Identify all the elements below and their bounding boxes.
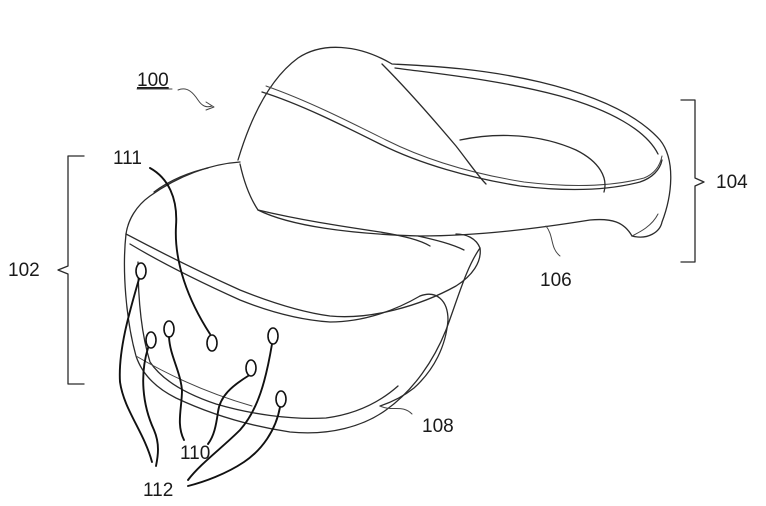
- label-102: 102: [8, 260, 40, 281]
- sensor-dot: [268, 328, 278, 344]
- sensor-dot: [207, 335, 217, 351]
- label-108: 108: [422, 416, 454, 437]
- label-111: 111: [113, 148, 142, 169]
- sensor-dot: [146, 332, 156, 348]
- leader-100: [178, 89, 212, 107]
- label-110: 110: [180, 443, 210, 464]
- sensor-dot: [246, 360, 256, 376]
- head-strap: [238, 47, 671, 256]
- label-104: 104: [716, 172, 748, 193]
- front-housing: [124, 162, 480, 433]
- label-106: 106: [540, 270, 572, 291]
- sensor-dot: [136, 263, 146, 279]
- headset-drawing: [120, 47, 671, 486]
- label-112: 112: [143, 480, 173, 501]
- bracket-104: [681, 100, 704, 262]
- sensor-dot: [276, 391, 286, 407]
- label-100: 100: [137, 70, 169, 91]
- bracket-102: [58, 156, 84, 384]
- sensor-leaders: [120, 168, 280, 486]
- sensor-dot: [164, 321, 174, 337]
